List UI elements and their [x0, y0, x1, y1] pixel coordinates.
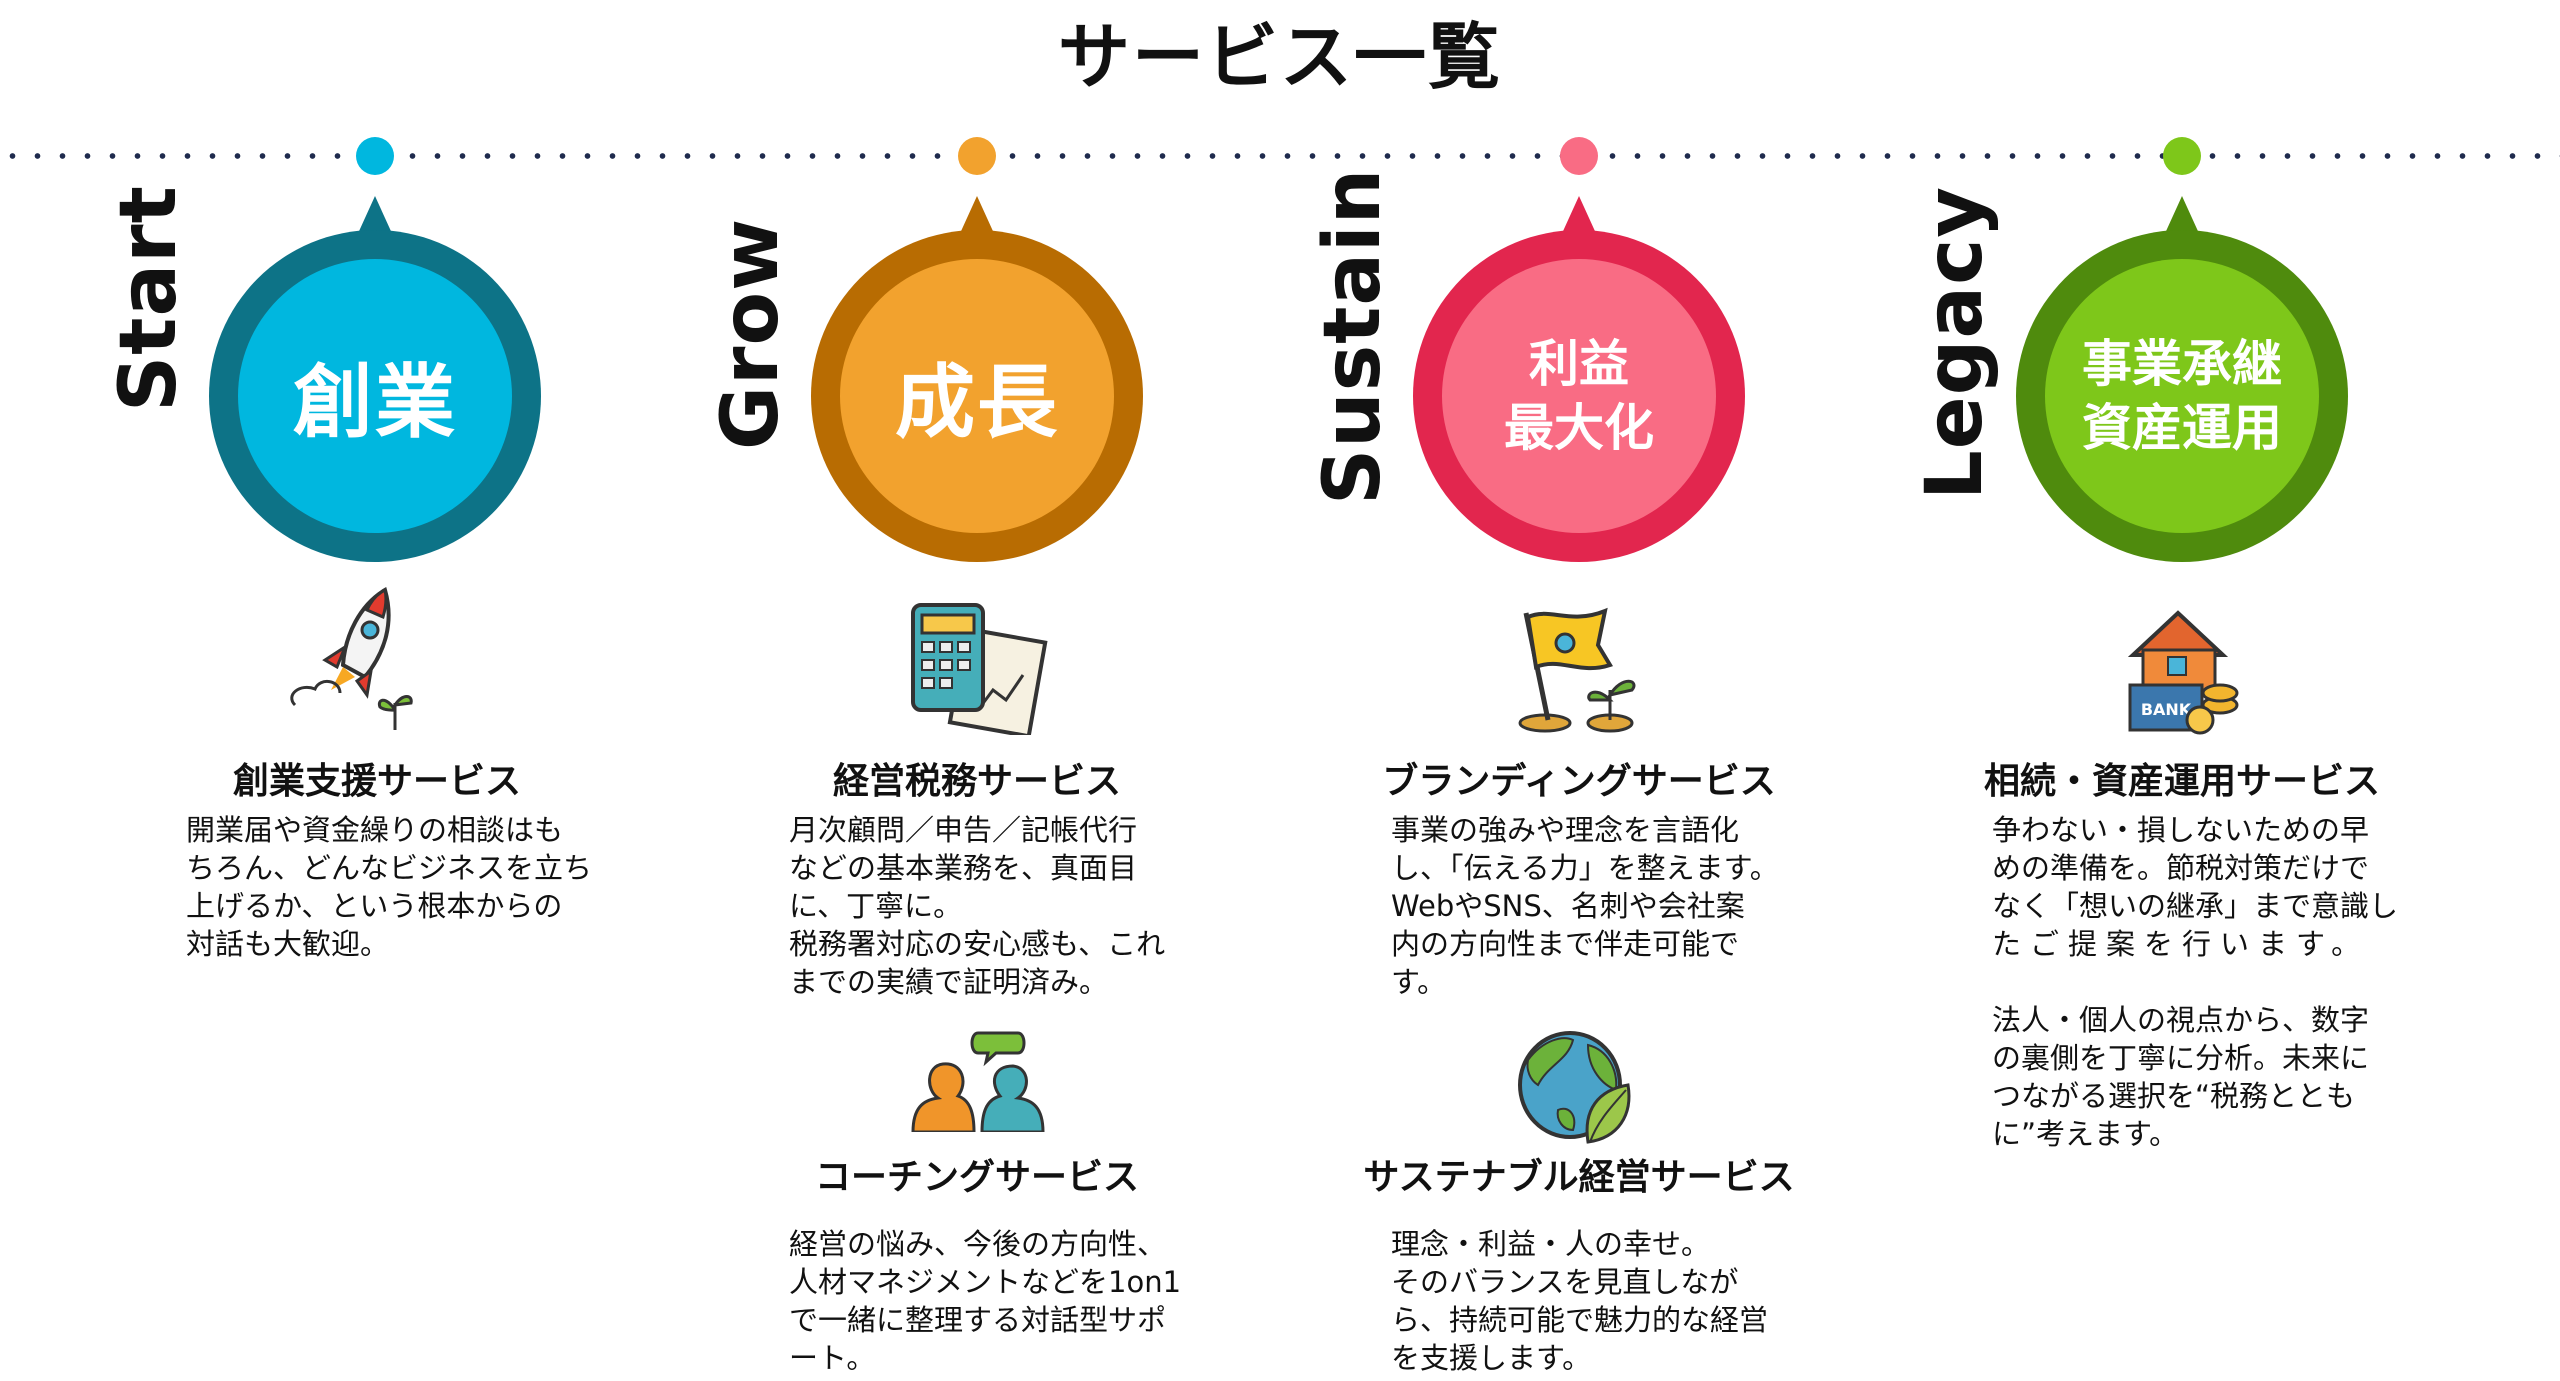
bank-label: BANK [2141, 700, 2192, 719]
service-title-branding: ブランディングサービス [1382, 761, 1776, 802]
stage-badge-grow: 成長 [811, 196, 1143, 568]
timeline-node-sustain [1560, 137, 1598, 175]
desc-line: までの実績で証明済み。 [789, 965, 1109, 999]
desc-line: めの準備を。節税対策だけで [1992, 851, 2370, 885]
desc-line: 対話も大歓迎。 [186, 927, 390, 961]
stage-label-sustain: Sustain [1308, 167, 1398, 505]
desc-line: 事業の強みや理念を言語化 [1391, 813, 1740, 847]
desc-line: などの基本業務を、真面目 [789, 851, 1138, 885]
badge-text: 資産運用 [2082, 399, 2282, 457]
desc-line: ちろん、どんなビジネスを立ち [186, 851, 593, 885]
desc-line: つながる選択を“税務ととも [1992, 1079, 2356, 1113]
bank-house-icon: BANK [2128, 610, 2239, 735]
desc-line: 理念・利益・人の幸せ。 [1391, 1227, 1711, 1261]
timeline-node-start [356, 137, 394, 175]
stage-badge-start: 創業 [209, 196, 541, 568]
desc-line: し、「伝える力」を整えます。 [1391, 851, 1779, 885]
desc-line: そのバランスを見直しなが [1391, 1265, 1739, 1299]
desc-line: 経営の悩み、今後の方向性、 [789, 1227, 1167, 1261]
calculator-icon [911, 603, 1048, 735]
desc-line: を支援します。 [1391, 1341, 1592, 1375]
desc-line: に”考えます。 [1992, 1117, 2179, 1151]
badge-text: 創業 [293, 356, 457, 449]
rocket-icon [290, 586, 413, 730]
desc-line: 人材マネジメントなどを1on1 [789, 1265, 1182, 1299]
desc-line: 月次顧問／申告／記帳代行 [789, 813, 1138, 847]
timeline-node-legacy [2163, 137, 2201, 175]
desc-line: 上げるか、という根本からの [186, 889, 563, 923]
service-title-keiei: 経営税務サービス [832, 761, 1121, 802]
service-desc-keiei: 月次顧問／申告／記帳代行 などの基本業務を、真面目 に、丁寧に。 税務署対応の安… [789, 811, 1199, 1001]
desc-line: なく「想いの継承」まで意識し [1992, 889, 2399, 923]
stage-label-grow: Grow [706, 217, 796, 450]
desc-line: に、丁寧に。 [789, 889, 963, 923]
stage-badge-sustain: 利益最大化 [1413, 196, 1745, 568]
service-title-legacy: 相続・資産運用サービス [1983, 761, 2380, 802]
stage-label-legacy: Legacy [1910, 185, 2000, 500]
badge-text: 成長 [895, 356, 1059, 449]
desc-line: 内の方向性まで伴走可能で [1391, 927, 1740, 961]
service-title-coaching: コーチングサービス [814, 1157, 1139, 1198]
desc-line: 争わない・損しないための早 [1992, 813, 2370, 847]
service-title-sogyo: 創業支援サービス [232, 761, 521, 802]
service-desc-branding: 事業の強みや理念を言語化 し、「伝える力」を整えます。 WebやSNS、名刺や会… [1391, 811, 1801, 1001]
stage-label-start: Start [104, 185, 194, 412]
desc-line: の裏側を丁寧に分析。未来に [1992, 1041, 2370, 1075]
service-desc-sustainable: 理念・利益・人の幸せ。 そのバランスを見直しなが ら、持続可能で魅力的な経営 を… [1391, 1225, 1801, 1377]
desc-line: す。 [1391, 965, 1447, 999]
service-desc-coaching: 経営の悩み、今後の方向性、 人材マネジメントなどを1on1 で一緒に整理する対話… [789, 1225, 1199, 1377]
timeline-dotted-line [0, 153, 2560, 159]
timeline-node-grow [958, 137, 996, 175]
globe-leaf-icon [1518, 1031, 1631, 1144]
conversation-icon [911, 1031, 1045, 1132]
desc-line: で一緒に整理する対話型サポ [789, 1303, 1167, 1337]
badge-text: 事業承継 [2082, 335, 2282, 393]
page-title: サービス一覧 [1057, 15, 1502, 99]
badge-text: 利益 [1529, 335, 1629, 393]
spacer [1992, 963, 2402, 1001]
desc-line: 税務署対応の安心感も、これ [789, 927, 1166, 961]
flag-icon [1518, 607, 1636, 733]
service-desc-legacy: 争わない・損しないための早 めの準備を。節税対策だけで なく「想いの継承」まで意… [1992, 811, 2402, 1153]
desc-line: WebやSNS、名刺や会社案 [1391, 889, 1745, 923]
stage-badge-legacy: 事業承継資産運用 [2016, 196, 2348, 568]
service-desc-sogyo: 開業届や資金繰りの相談はも ちろん、どんなビジネスを立ち 上げるか、という根本か… [186, 811, 596, 963]
desc-line: 法人・個人の視点から、数字 [1992, 1003, 2370, 1037]
badge-text: 最大化 [1504, 399, 1654, 457]
service-title-sustainable: サステナブル経営サービス [1363, 1157, 1795, 1198]
desc-line: 開業届や資金繰りの相談はも [186, 813, 564, 847]
desc-line: ート。 [789, 1341, 876, 1375]
desc-line: たご提案を行います。 [1992, 927, 2370, 961]
desc-line: ら、持続可能で魅力的な経営 [1391, 1303, 1769, 1337]
